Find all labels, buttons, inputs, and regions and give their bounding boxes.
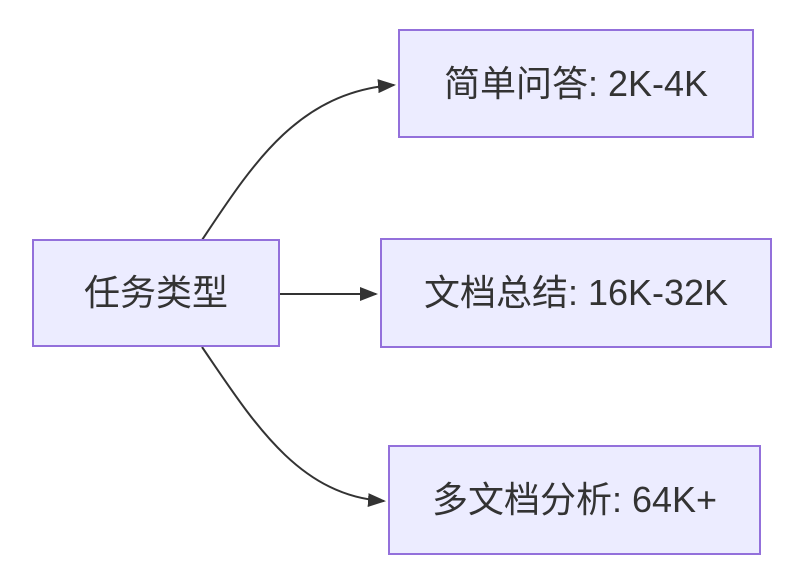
node-doc-summary: 文档总结: 16K-32K <box>380 238 772 348</box>
edge-task-type-to-simple-qa <box>201 79 396 241</box>
node-multi-doc-analysis-label: 多文档分析: 64K+ <box>431 479 718 521</box>
node-task-type: 任务类型 <box>32 239 280 347</box>
node-task-type-label: 任务类型 <box>83 272 228 314</box>
node-simple-qa: 简单问答: 2K-4K <box>398 29 754 138</box>
edge-task-type-to-multi-doc-analysis <box>201 346 386 508</box>
node-simple-qa-label: 简单问答: 2K-4K <box>443 62 709 104</box>
node-doc-summary-label: 文档总结: 16K-32K <box>423 272 729 314</box>
node-multi-doc-analysis: 多文档分析: 64K+ <box>388 445 761 555</box>
